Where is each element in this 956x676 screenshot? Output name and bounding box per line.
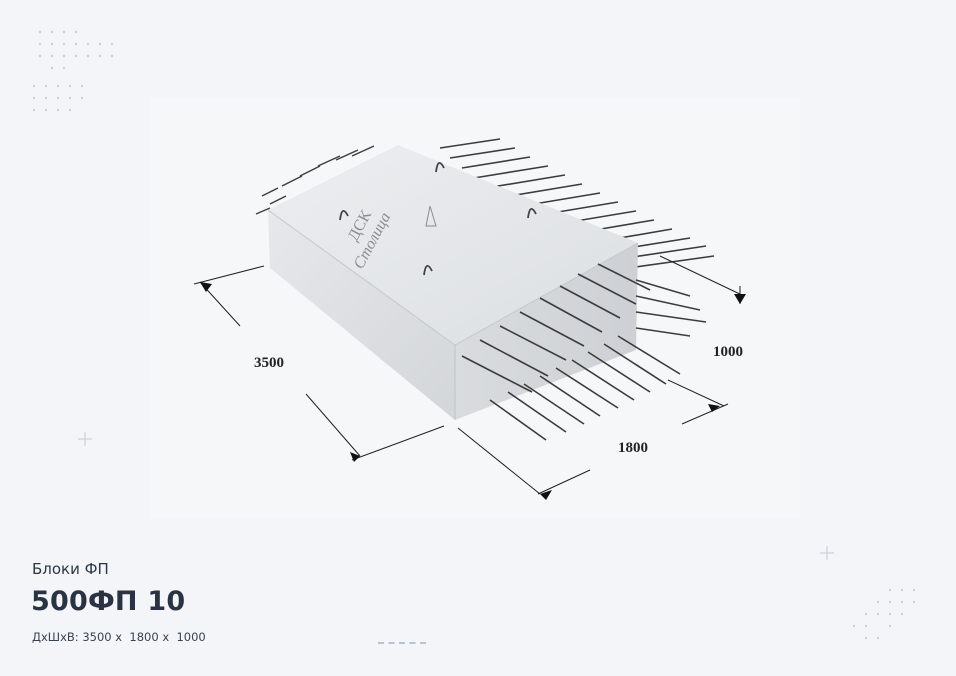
block-drawing: Столица ДСК — [150, 98, 800, 518]
decor-plus-icon — [820, 546, 834, 560]
product-dimensions: ДхШхВ: 3500 x 1800 x 1000 — [32, 630, 206, 644]
decor-dot-grid-top-left — [32, 30, 114, 112]
dimension-height: 1000 — [176, 630, 206, 644]
decor-dot-grid-bottom-right — [852, 588, 916, 640]
rebar-front — [461, 263, 707, 441]
dimension-height-label: 1000 — [713, 344, 743, 360]
dimension-lines — [193, 255, 745, 495]
block-left-face — [268, 210, 455, 420]
dimension-separator: x — [115, 630, 123, 644]
dimensions-label: ДхШхВ: — [32, 630, 79, 644]
dimension-length-label: 3500 — [254, 355, 284, 371]
product-model-title: 500ФП 10 — [31, 586, 186, 617]
dimension-arrows — [200, 282, 746, 500]
block-top-face — [268, 145, 638, 345]
decor-dashed-line — [378, 642, 426, 644]
product-category: Блоки ФП — [32, 560, 109, 578]
dimension-length: 3500 — [82, 630, 112, 644]
dimension-width: 1800 — [129, 630, 159, 644]
dimension-separator: x — [162, 630, 170, 644]
decor-plus-icon — [78, 432, 92, 446]
lifting-loops — [339, 162, 537, 276]
rebar-left — [255, 145, 375, 215]
dimension-width-label: 1800 — [618, 440, 648, 456]
